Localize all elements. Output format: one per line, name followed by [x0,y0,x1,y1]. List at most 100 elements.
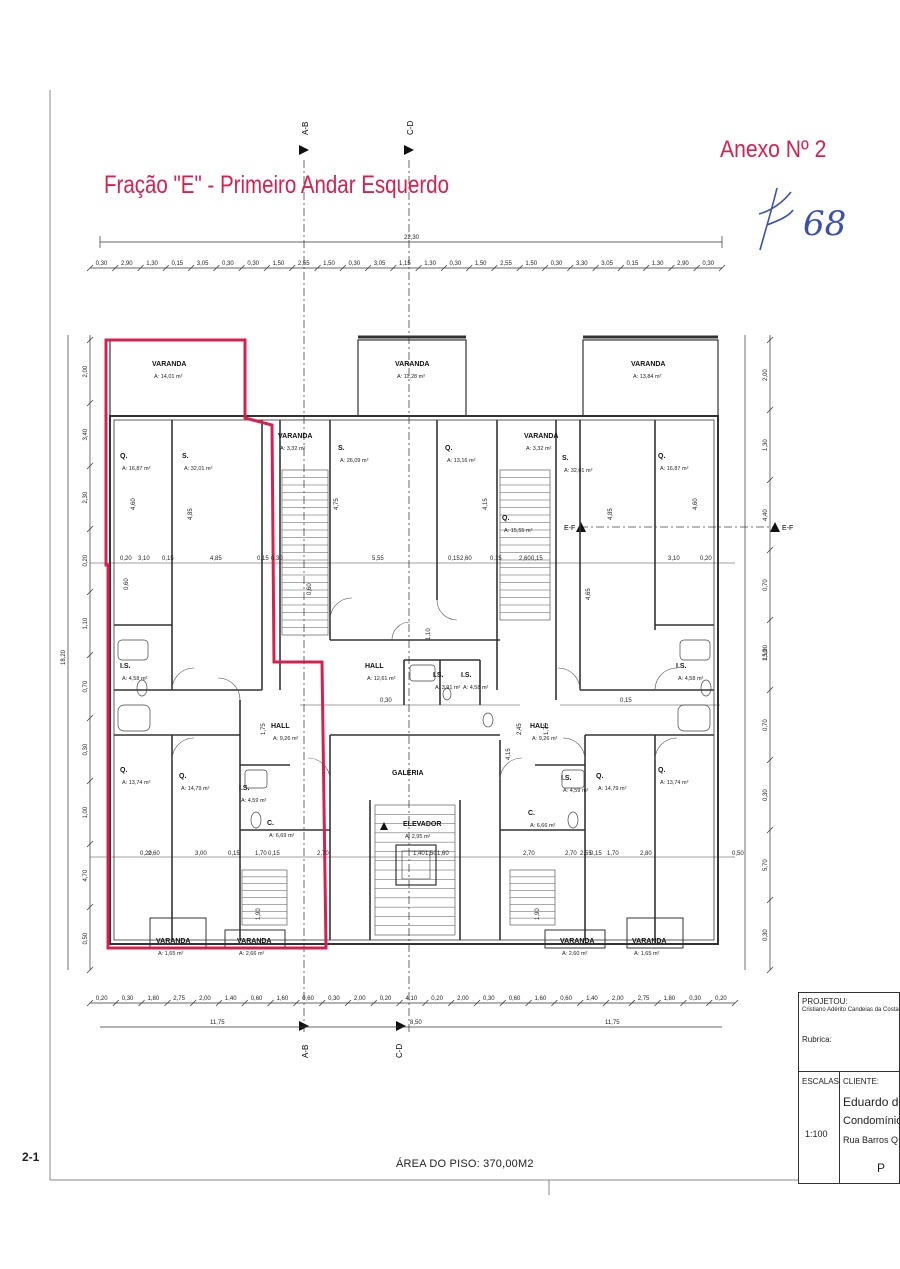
tb-client-label: CLIENTE: [843,1077,880,1086]
room-area: A: 4,59 m² [241,798,267,804]
dimension-label: 0,20 [96,996,108,1002]
dimension-label: 3,40 [83,428,89,440]
dimension-label: 4,10 [406,996,418,1002]
interior-dimension: 1,50 [425,851,437,857]
interior-dimension: 0,15 [268,851,280,857]
dimension-label: 3,30 [576,261,588,267]
tb-rubric-label: Rubrica: [802,1035,832,1044]
interior-dimension: 4,15 [483,498,489,510]
tb-designer: Cristiano Adérito Candeias da Costa [802,1007,899,1013]
sheet-number: 2-1 [22,1150,40,1164]
dimension-label: 0,30 [702,261,714,267]
interior-dimension: 0,15 [448,556,460,562]
dimension-label: 0,70 [763,719,769,731]
interior-dimension: 0,50 [732,851,744,857]
interior-dimension: 4,15 [506,748,512,760]
dimension-label: 1,30 [763,439,769,451]
room-name: I.S. [433,672,444,679]
dimension-total: 22,30 [404,235,420,241]
dimension-total: 18,20 [61,649,67,665]
dimension-label: 0,30 [483,996,495,1002]
dimension-label: 0,70 [763,579,769,591]
interior-dimension: 0,15 [490,556,502,562]
interior-dimension: 4,85 [210,556,222,562]
dimension-total: 8,50 [410,1020,422,1026]
room-name: VARANDA [560,938,594,945]
dimension-label: 1,10 [83,617,89,629]
dimension-label: 0,30 [551,261,563,267]
dimension-label: 2,00 [457,996,469,1002]
building-walls [109,335,719,949]
dimension-label: 2,00 [612,996,624,1002]
interior-dimension: 2,80 [640,851,652,857]
interior-dimension: 5,55 [372,556,384,562]
tb-condo: Condomínio [843,1115,900,1127]
dimension-label: 0,30 [763,929,769,941]
fraction-e-highlight [104,338,328,950]
dimension-label: 0,30 [689,996,701,1002]
room-name: VARANDA [237,938,271,945]
tb-scales-label: ESCALAS [802,1077,839,1086]
dimension-label: 4,40 [763,509,769,521]
fraction-title: Fração "E" - Primeiro Andar Esquerdo [104,171,449,199]
dimension-label: 1,30 [146,261,158,267]
room-area: A: 12,61 m² [367,676,396,682]
side-dimension-lines [67,335,771,970]
dimension-label: 1,30 [652,261,664,267]
room-name: S. [182,453,189,460]
dimension-label: 1,80 [148,996,160,1002]
dimension-label: 0,30 [122,996,134,1002]
room-area: A: 32,01 m² [184,466,213,472]
room-area: A: 1,65 m² [158,951,184,957]
dimension-label: 2,75 [638,996,650,1002]
dimension-label: 0,70 [83,680,89,692]
section-ab-top: A-B [301,122,310,135]
dimension-label: 3,05 [197,261,209,267]
floor-area-label: ÁREA DO PISO: 370,00M2 [396,1158,534,1170]
room-area: A: 6,69 m² [269,833,295,839]
interior-dimension: 1,75 [261,723,267,735]
dimension-label: 0,15 [171,261,183,267]
interior-dimension: 0,15 [590,851,602,857]
dimension-label: 1,30 [424,261,436,267]
dimension-label: 0,20 [380,996,392,1002]
room-name: S. [338,445,345,452]
dimension-label: 2,30 [83,491,89,503]
room-name: I.S. [239,785,250,792]
room-area: A: 32,01 m² [564,468,593,474]
annex-label: Anexo Nº 2 [720,136,827,163]
room-area: A: 9,26 m² [532,736,558,742]
interior-dimension: 2,60 [519,556,531,562]
interior-dimension: 2,60 [148,851,160,857]
interior-dimension: 4,60 [131,498,137,510]
room-name: I.S. [561,775,572,782]
dimension-label: 0,15 [627,261,639,267]
interior-dimension: 1,75 [544,723,550,735]
room-area: A: 2,60 m² [562,951,588,957]
interior-dimension: 0,20 [140,851,152,857]
interior-dimension: 1,90 [256,908,262,920]
section-cd-top: C-D [406,121,415,135]
interior-dimension: 0,15 [620,698,632,704]
interior-dimension: 4,75 [334,498,340,510]
tb-sheet-letter: P [877,1161,886,1175]
room-area: A: 13,74 m² [122,780,151,786]
dimension-label: 0,30 [450,261,462,267]
interior-dimension: 0,30 [271,556,283,562]
room-name: VARANDA [524,433,558,440]
dimension-label: 2,00 [354,996,366,1002]
room-area: A: 13,84 m² [633,374,662,380]
dimension-label: 0,60 [509,996,521,1002]
interior-dimension: 4,65 [586,588,592,600]
interior-dimension: 4,60 [693,498,699,510]
room-name: Q. [596,773,603,780]
dimension-label: 1,60 [535,996,547,1002]
interior-dimension: 0,15 [257,556,269,562]
interior-dimension: 2,45 [517,723,523,735]
interior-dimension: 1,10 [426,628,432,640]
interior-dimension: 1,40 [413,851,425,857]
title-block: PROJETOU: Cristiano Adérito Candeias da … [798,992,900,1184]
interior-dimension: 1,60 [437,851,449,857]
room-name: VARANDA [152,361,186,368]
